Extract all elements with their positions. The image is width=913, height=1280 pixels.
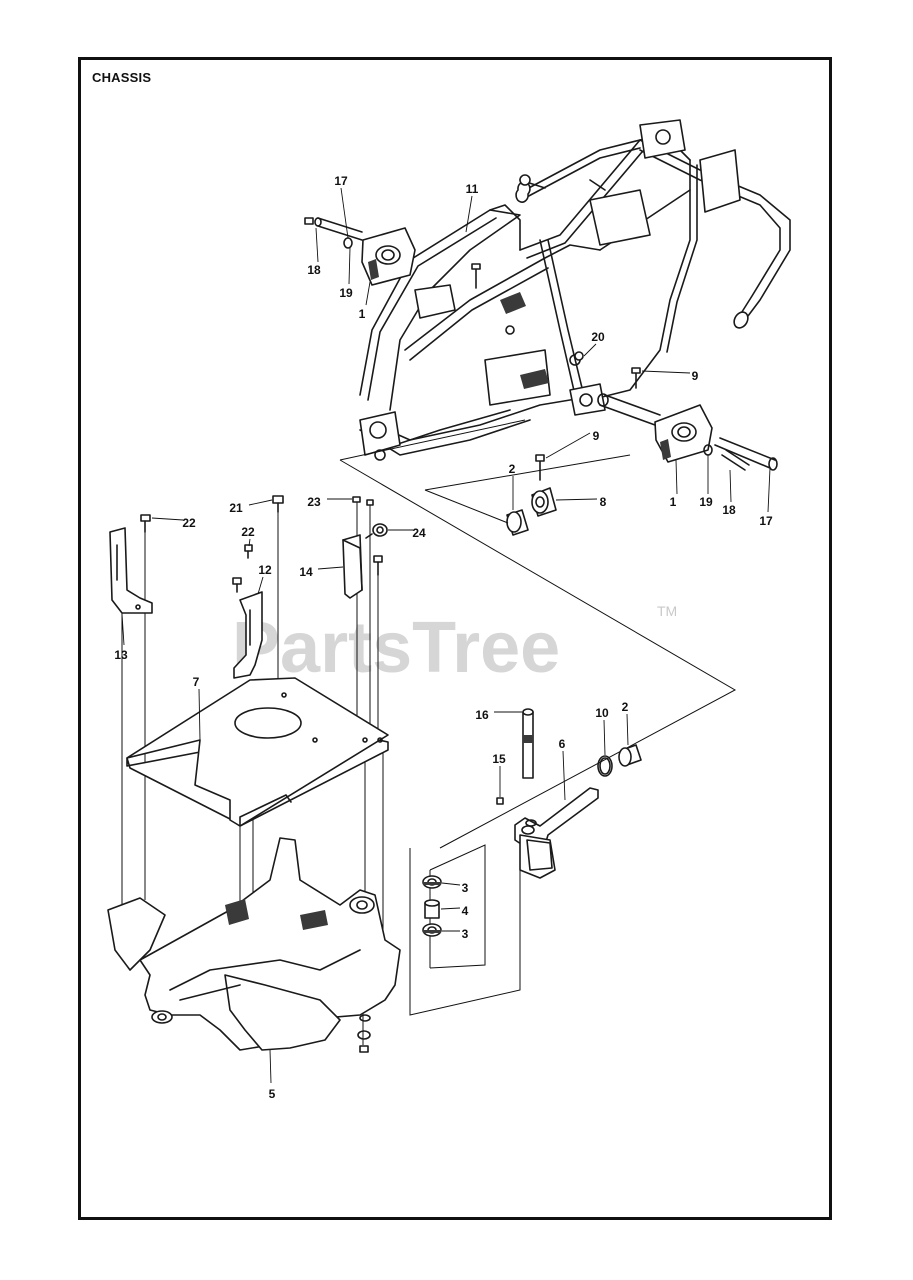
clip-24 [365,523,388,539]
guide-line-bearing-inner [429,844,486,969]
pivot-pin-left [304,217,363,249]
bolt-22a [140,514,151,533]
callout-c1a: 1 [359,307,366,321]
callout-c15: 15 [492,752,506,766]
callout-c2b: 2 [622,700,629,714]
callout-c20: 20 [591,330,605,344]
callout-c12: 12 [258,563,272,577]
bushing-2-lower [618,744,642,767]
bolt-20 [574,351,584,361]
callout-c21: 21 [229,501,243,515]
bolt-23 [352,496,374,506]
ring-10 [597,755,613,777]
callout-c14: 14 [299,565,313,579]
bushing-8 [531,487,557,517]
shaft-16 [522,708,534,779]
callout-c18a: 18 [307,263,321,277]
bolt-frame-top [471,263,481,289]
callout-c7: 7 [193,675,200,689]
callout-c17a: 17 [334,174,348,188]
frame-tube-assembly [359,119,791,461]
bracket-13 [109,527,153,614]
guide-line-bushing-low [424,489,509,524]
callout-c19b: 19 [699,495,713,509]
page-title: CHASSIS [92,70,152,85]
callout-c16: 16 [475,708,489,722]
callout-c11: 11 [466,182,479,196]
guide-line-frame-left [339,419,526,461]
pivot-pin-right [703,437,778,471]
guide-line-bearing-box [409,830,521,1016]
bolt-14 [373,555,383,576]
watermark: PartsTree [232,608,560,688]
callout-c19a: 19 [339,286,353,300]
bolt-22b [244,544,253,559]
bolt-9-frame [631,367,641,389]
leader-lines [121,187,771,1084]
base-housing-5 [107,837,401,1053]
callout-c3a: 3 [462,881,469,895]
bushing-2-upper [506,509,529,536]
callout-c17b: 17 [759,514,773,528]
nut-15 [496,797,504,805]
callout-c1b: 1 [670,495,677,509]
diagram-frame [78,57,832,1220]
callout-c5: 5 [269,1087,276,1101]
callout-c23: 23 [307,495,321,509]
pivot-bushing-right [654,404,713,463]
pivot-tube [597,393,661,426]
steering-arm-6 [514,787,599,879]
callout-c18b: 18 [722,503,736,517]
watermark-trademark: TM [657,603,677,619]
callout-c3b: 3 [462,927,469,941]
callout-c13: 13 [114,648,128,662]
callout-c8: 8 [600,495,607,509]
callout-c22b: 22 [241,525,255,539]
spacer-4 [424,899,440,919]
callout-c10: 10 [595,706,609,720]
bolt-9-bushing [535,454,545,481]
callout-c22a: 22 [182,516,196,530]
bearing-3-upper [422,875,442,889]
guide-line-bushing [424,454,631,491]
guide-line-diagonal [339,459,737,849]
bracket-14 [342,534,363,599]
callout-c24: 24 [412,526,426,540]
callout-c9b: 9 [593,429,600,443]
plate-7 [126,677,389,827]
callout-c2a: 2 [509,462,516,476]
bolt-21 [272,495,284,513]
pivot-bushing-left [361,227,416,286]
bracket-12 [233,591,263,679]
bolt-12-small [232,577,242,593]
callout-c4: 4 [462,904,469,918]
callout-c6: 6 [559,737,566,751]
bearing-3-lower [422,923,442,937]
callout-c9a: 9 [692,369,699,383]
